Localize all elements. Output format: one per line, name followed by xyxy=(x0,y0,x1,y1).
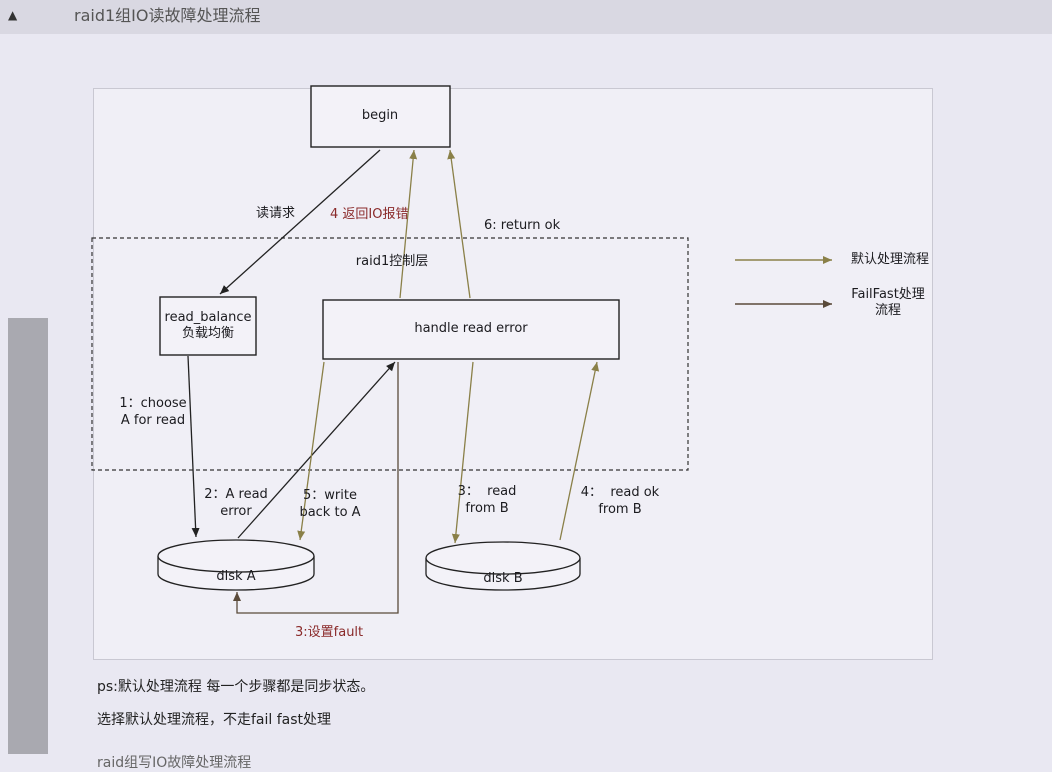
edge-set-fault xyxy=(233,362,399,614)
disk-a-label: disk A xyxy=(216,569,256,584)
note-line-1: ps:默认处理流程 每一个步骤都是同步状态。 xyxy=(97,679,375,695)
legend-default-label: 默认处理流程 xyxy=(851,252,930,267)
handle-read-error-label: handle read error xyxy=(414,321,528,336)
edge-return-error xyxy=(399,149,418,299)
controller-label: raid1控制层 xyxy=(355,254,429,269)
edge-read-ok xyxy=(559,361,600,541)
handle-read-error-box xyxy=(322,299,620,360)
edge-read-request xyxy=(219,149,381,295)
disk-b-cylinder xyxy=(425,541,581,591)
edge-a-read-error xyxy=(237,361,396,539)
scrollbar[interactable] xyxy=(8,318,48,754)
disk-b-label: disk B xyxy=(483,571,523,586)
begin-box xyxy=(310,85,451,148)
collapse-triangle-icon[interactable]: ▲ xyxy=(8,8,18,22)
edge-write-back xyxy=(297,361,325,541)
label-return-error: 4 返回IO报错 xyxy=(330,207,409,222)
label-set-fault: 3:设置fault xyxy=(295,625,364,640)
begin-label: begin xyxy=(361,108,399,123)
read-balance-box xyxy=(159,296,257,356)
note-line-2: 选择默认处理流程，不走fail fast处理 xyxy=(97,712,332,728)
label-read-ok: 4： read ok from B xyxy=(580,485,660,517)
top-strip xyxy=(0,0,1052,34)
edge-read-b xyxy=(451,361,474,544)
legend-failfast-label: FailFast处理 流程 xyxy=(851,287,925,318)
label-return-ok: 6: return ok xyxy=(484,218,561,233)
label-choose-a: 1：choose A for read xyxy=(119,396,187,428)
label-write-back: 5：write back to A xyxy=(299,488,361,520)
label-read-request: 读请求 xyxy=(256,206,296,221)
read-balance-label: read_balance 负载均衡 xyxy=(164,310,252,341)
edge-choose-a xyxy=(187,355,200,538)
controller-region xyxy=(91,237,689,471)
label-read-b: 3： read from B xyxy=(457,484,517,516)
disk-a-cylinder xyxy=(157,539,315,591)
edge-return-ok xyxy=(447,149,471,299)
section-heading: raid1组IO读故障处理流程 xyxy=(74,6,261,25)
next-section-heading: raid组写IO故障处理流程 xyxy=(97,755,252,771)
label-a-read-error: 2：A read error xyxy=(204,487,268,519)
